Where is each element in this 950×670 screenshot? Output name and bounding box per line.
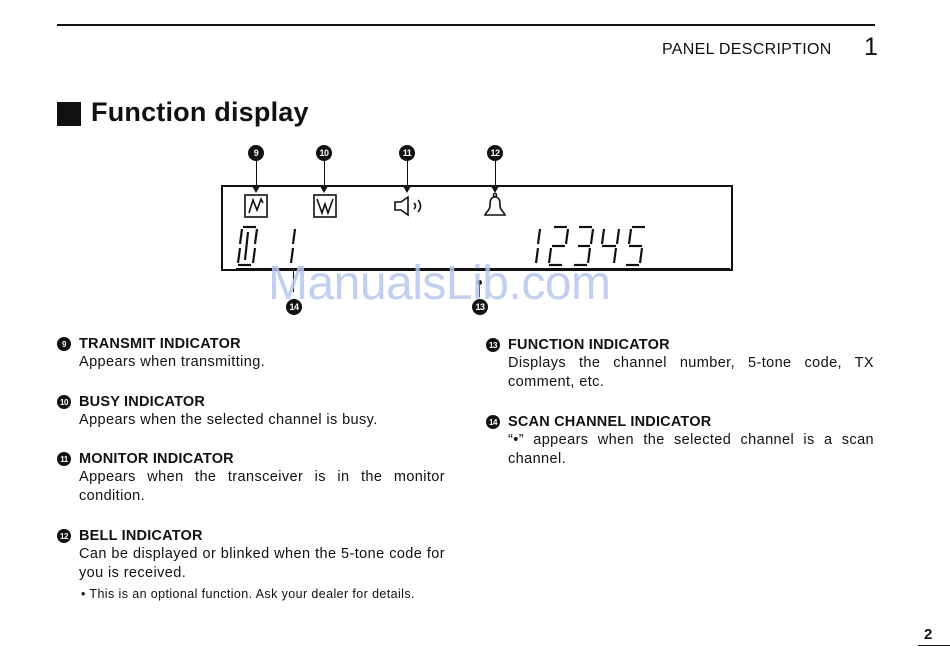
watermark: ManualsLib.com — [268, 257, 611, 310]
item-bell-indicator: 12 BELL INDICATOR Can be displayed or bli… — [57, 528, 447, 602]
scan-dot — [477, 280, 482, 285]
callout-12: 12 — [487, 145, 503, 161]
item-number: 11 — [57, 452, 71, 466]
item-body: Appears when transmitting. — [79, 354, 266, 370]
callout-13-arrow — [479, 285, 480, 297]
callout-10-arrowhead — [320, 186, 328, 193]
callout-11-arrow — [407, 161, 408, 187]
lcd-segment-baseline — [236, 268, 730, 269]
item-monitor-indicator: 11 MONITOR INDICATOR Appears when the tra… — [57, 451, 447, 506]
item-transmit-indicator: 9 TRANSMIT INDICATOR Appears when transmi… — [57, 336, 447, 372]
callout-14-arrow — [293, 268, 294, 292]
function-number-segments — [534, 225, 645, 267]
lcd-frame — [221, 185, 733, 271]
item-title: BELL INDICATOR — [79, 528, 203, 544]
item-number: 10 — [57, 395, 71, 409]
item-body: Appears when the transceiver is in the m… — [79, 469, 445, 504]
transmit-icon — [244, 194, 268, 218]
bell-icon — [483, 192, 507, 216]
channel-number-segments — [236, 225, 297, 267]
item-number: 9 — [57, 337, 71, 351]
item-number: 13 — [486, 338, 500, 352]
item-title: BUSY INDICATOR — [79, 394, 206, 410]
monitor-speaker-icon — [394, 195, 422, 217]
item-title: TRANSMIT INDICATOR — [79, 336, 241, 352]
section-title: Function display — [91, 97, 309, 127]
item-function-indicator: 13 FUNCTION INDICATOR Displays the channe… — [486, 337, 876, 392]
item-title: FUNCTION INDICATOR — [508, 337, 670, 353]
item-body: “•” appears when the selected channel is… — [508, 432, 874, 467]
item-number: 12 — [57, 529, 71, 543]
callout-9: 9 — [248, 145, 264, 161]
callout-10: 10 — [316, 145, 332, 161]
callout-10-arrow — [324, 161, 325, 187]
section-bullet-square — [57, 102, 81, 126]
top-rule — [57, 24, 875, 26]
item-title: MONITOR INDICATOR — [79, 451, 234, 467]
callout-11: 11 — [399, 145, 415, 161]
item-number: 14 — [486, 415, 500, 429]
callout-14: 14 — [286, 299, 302, 315]
item-body: Can be displayed or blinked when the 5-t… — [79, 546, 445, 581]
callout-13: 13 — [472, 299, 488, 315]
callout-12-arrowhead — [491, 186, 499, 193]
item-note: • This is an optional function. Ask your… — [81, 587, 415, 601]
item-body: Appears when the selected channel is bus… — [79, 412, 378, 428]
header-title: PANEL DESCRIPTION — [662, 41, 832, 58]
item-scan-channel-indicator: 14 SCAN CHANNEL INDICATOR “•” appears whe… — [486, 414, 876, 469]
chapter-number: 1 — [864, 33, 878, 61]
callout-9-arrow — [256, 161, 257, 187]
item-body: Displays the channel number, 5-tone code… — [508, 355, 874, 390]
callout-12-arrow — [495, 161, 496, 187]
callout-11-arrowhead — [403, 186, 411, 193]
item-title: SCAN CHANNEL INDICATOR — [508, 414, 712, 430]
item-busy-indicator: 10 BUSY INDICATOR Appears when the select… — [57, 394, 447, 430]
function-number-text: 12345 — [530, 250, 531, 251]
page-bottom-rule — [918, 645, 950, 646]
busy-icon — [313, 194, 337, 218]
channel-number-text: 01 — [238, 250, 239, 251]
page-number: 2 — [924, 626, 933, 643]
callout-9-arrowhead — [252, 186, 260, 193]
